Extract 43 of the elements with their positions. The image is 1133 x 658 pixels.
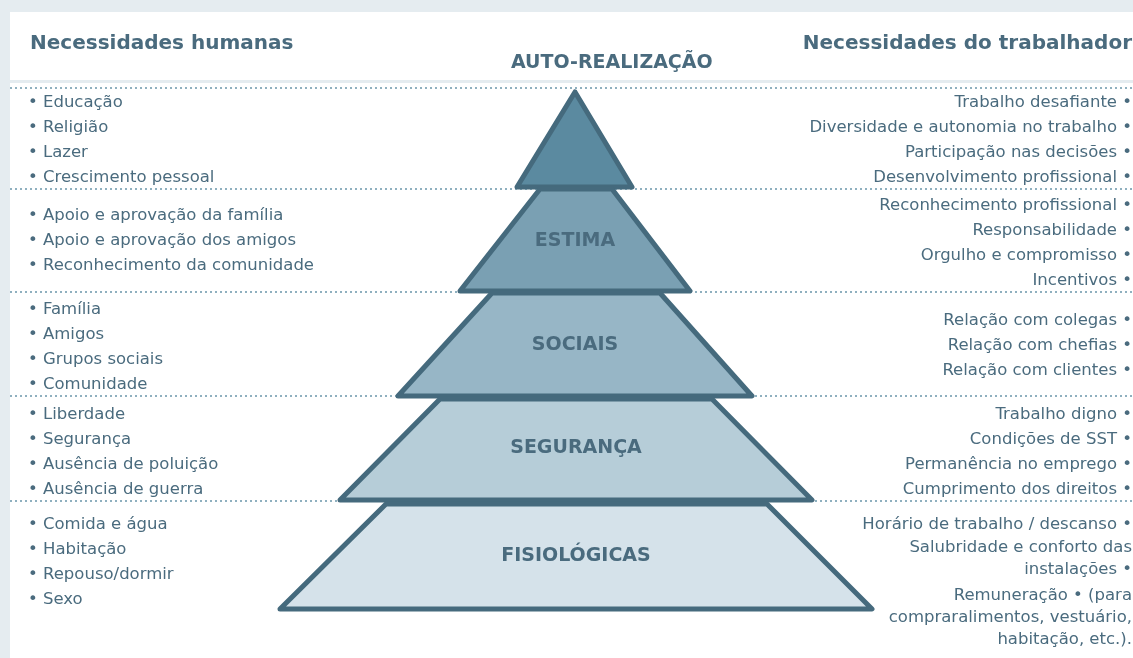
list-item: • Comunidade [28, 373, 148, 395]
list-item: Horário de trabalho / descanso • [862, 513, 1132, 535]
list-item: • Repouso/dormir [28, 563, 174, 585]
tier-label: AUTO-REALIZAÇÃO [511, 50, 713, 72]
list-item: • Reconhecimento da comunidade [28, 254, 314, 276]
list-item: • Crescimento pessoal [28, 166, 215, 188]
list-item: • Religião [28, 116, 109, 138]
list-item: Relação com chefias • [947, 334, 1132, 356]
list-item: • Apoio e aprovação da família [28, 204, 284, 226]
list-item: • Ausência de guerra [28, 478, 204, 500]
column-heading: Necessidades humanas [30, 30, 294, 55]
column-heading: Necessidades do trabalhador [802, 30, 1132, 55]
list-item: Reconhecimento profissional • [879, 194, 1132, 216]
list-item: Participação nas decisões • [904, 141, 1132, 163]
tier-label: SOCIAIS [531, 332, 619, 354]
list-item: Incentivos • [1032, 269, 1132, 291]
list-item: • Amigos [28, 323, 105, 345]
list-item: • Lazer [28, 141, 88, 163]
list-item: Diversidade e autonomia no trabalho • [809, 116, 1132, 138]
list-item: Desenvolvimento profissional • [873, 166, 1132, 188]
list-item: • Habitação [28, 538, 127, 560]
list-item: Relação com clientes • [942, 359, 1132, 381]
list-item: • Comida e água [28, 513, 168, 535]
list-item: • Liberdade [28, 403, 126, 425]
list-item: Relação com colegas • [943, 309, 1132, 331]
tier-label: FISIOLÓGICAS [501, 543, 651, 565]
tier-label: SEGURANÇA [510, 435, 642, 457]
list-item: • Sexo [28, 588, 83, 610]
list-item: • Família [28, 298, 101, 320]
list-item: Condições de SST • [969, 428, 1132, 450]
list-item: Trabalho desafiante • [954, 91, 1132, 113]
list-item: Remuneração • (para compraralimentos, vestuário, habitação, etc.). [887, 584, 1132, 650]
list-item: Orgulho e compromisso • [920, 244, 1132, 266]
list-item: • Apoio e aprovação dos amigos [28, 229, 296, 251]
list-item: Cumprimento dos direitos • [902, 478, 1132, 500]
list-item: Salubridade e conforto das instalações • [908, 536, 1132, 580]
list-item: Responsabilidade • [972, 219, 1132, 241]
list-item: • Educação [28, 91, 123, 113]
list-item: • Ausência de poluição [28, 453, 219, 475]
list-item: Permanência no emprego • [905, 453, 1132, 475]
list-item: • Segurança [28, 428, 132, 450]
list-item: Trabalho digno • [995, 403, 1132, 425]
list-item: • Grupos sociais [28, 348, 164, 370]
